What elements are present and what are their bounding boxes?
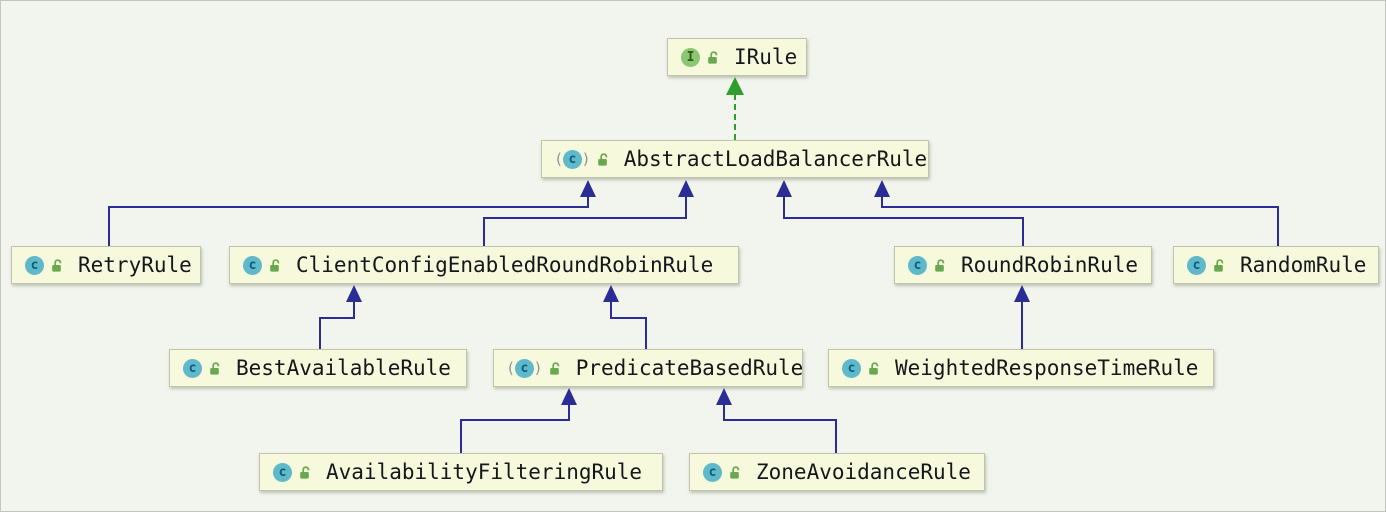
class-name-label: RetryRule (78, 253, 192, 277)
unlocked-padlock-icon (728, 465, 743, 480)
unlocked-padlock-icon (867, 361, 882, 376)
edge-extends-clientconfigenabledroundrobinrule-abstractloadbalancerrule (483, 180, 694, 246)
unlocked-padlock-icon (933, 258, 948, 273)
unlocked-padlock-icon (50, 258, 65, 273)
class-icon: c (25, 255, 44, 275)
class-name-label: RoundRobinRule (961, 253, 1139, 277)
unlocked-padlock-icon (548, 361, 563, 376)
abstract-marker-close: ) (534, 358, 541, 377)
unlocked-padlock-icon (596, 152, 611, 167)
unlocked-padlock-icon (268, 258, 283, 273)
class-node-predicatebasedrule[interactable]: ( c ) PredicateBasedRule (493, 349, 803, 387)
abstract-marker-open: ( (556, 149, 562, 168)
edge-extends-randomrule-abstractloadbalancerrule (874, 180, 1279, 246)
class-node-retryrule[interactable]: c RetryRule (11, 246, 201, 284)
unlocked-padlock-icon (298, 465, 313, 480)
abstract-marker-open: ( (508, 358, 514, 377)
class-node-irule[interactable]: I IRule (667, 38, 807, 76)
edge-extends-retryrule-abstractloadbalancerrule (108, 180, 596, 246)
edge-implements-abstractloadbalancerrule-irule (726, 77, 744, 140)
class-icon: c (842, 358, 861, 378)
class-node-weightedresponsetimerule[interactable]: c WeightedResponseTimeRule (828, 349, 1214, 387)
class-name-label: IRule (734, 45, 798, 69)
class-name-label: AbstractLoadBalancerRule (623, 147, 928, 171)
abstract-class-icon: c (562, 149, 582, 169)
interface-icon: I (681, 47, 700, 67)
class-node-bestavailablerule[interactable]: c BestAvailableRule (169, 349, 467, 387)
abstract-class-icon: c (514, 358, 534, 378)
class-name-label: RandomRule (1240, 253, 1367, 277)
class-icon: c (273, 462, 292, 482)
class-name-label: AvailabilityFilteringRule (326, 460, 643, 484)
unlocked-padlock-icon (1212, 258, 1227, 273)
edge-extends-predicatebasedrule-clientconfigenabledroundrobinrule (603, 285, 647, 349)
class-node-abstractloadbalancerrule[interactable]: ( c ) AbstractLoadBalancerRule (541, 140, 929, 178)
class-icon: c (703, 462, 722, 482)
class-icon: c (243, 255, 262, 275)
abstract-marker-close: ) (582, 149, 589, 168)
edge-extends-bestavailablerule-clientconfigenabledroundrobinrule (319, 285, 362, 349)
edge-extends-availabilityfilteringrule-predicatebasedrule (460, 388, 577, 453)
class-node-randomrule[interactable]: c RandomRule (1173, 246, 1379, 284)
class-node-zoneavoidancerule[interactable]: c ZoneAvoidanceRule (689, 453, 985, 491)
class-name-label: BestAvailableRule (236, 356, 451, 380)
edge-extends-weightedresponsetimerule-roundrobinrule (1014, 285, 1030, 349)
edge-extends-zoneavoidancerule-predicatebasedrule (716, 388, 837, 453)
class-icon: c (908, 255, 927, 275)
class-node-availabilityfilteringrule[interactable]: c AvailabilityFilteringRule (259, 453, 663, 491)
class-icon: c (1187, 255, 1206, 275)
class-node-roundrobinrule[interactable]: c RoundRobinRule (894, 246, 1152, 284)
class-name-label: WeightedResponseTimeRule (895, 356, 1199, 380)
class-icon: c (183, 358, 202, 378)
unlocked-padlock-icon (706, 50, 721, 65)
class-name-label: ZoneAvoidanceRule (756, 460, 971, 484)
class-node-clientconfigenabledroundrobinrule[interactable]: c ClientConfigEnabledRoundRobinRule (229, 246, 739, 284)
class-name-label: PredicateBasedRule (575, 356, 804, 380)
class-name-label: ClientConfigEnabledRoundRobinRule (296, 253, 714, 277)
unlocked-padlock-icon (208, 361, 223, 376)
edge-extends-roundrobinrule-abstractloadbalancerrule (776, 180, 1024, 246)
